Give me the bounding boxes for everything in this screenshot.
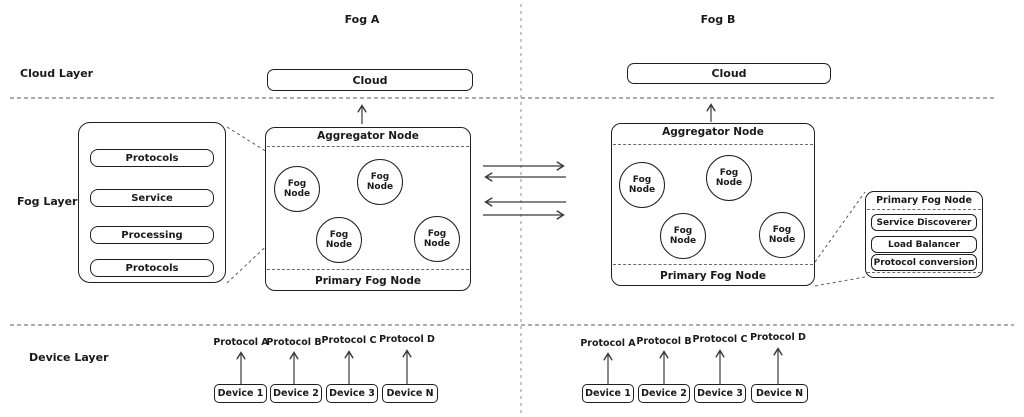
detail-service-discoverer: Service Discoverer: [871, 214, 977, 231]
primary-detail-connector-top: [814, 191, 866, 263]
detail-processing: Processing: [90, 226, 214, 244]
detail-protocols-bottom: Protocols: [90, 259, 214, 277]
device-box: Device 1: [582, 384, 634, 403]
device-box: Device 3: [326, 384, 378, 403]
detail-service: Service: [90, 189, 214, 207]
fog-a-region-title: Fog A: [344, 13, 380, 26]
fog-b-primary-separator: [613, 264, 813, 265]
fog-node-circle: Fog Node: [414, 216, 460, 262]
device-box: Device 2: [638, 384, 690, 403]
fog-a-aggregator-separator: [267, 146, 469, 147]
protocol-label: Protocol C: [321, 335, 377, 346]
protocol-label: Protocol D: [379, 334, 435, 345]
primary-detail-connector-bottom: [814, 276, 866, 287]
protocol-label: Protocol B: [636, 336, 692, 347]
fog-a-primary-label: Primary Fog Node: [315, 275, 421, 287]
fog-node-circle: Fog Node: [660, 213, 706, 259]
protocol-label: Protocol A: [213, 337, 269, 348]
detail-protocol-conversion: Protocol conversion: [871, 254, 977, 271]
fog-node-detail-box: Protocols Service Processing Protocols: [78, 122, 226, 283]
device-box: Device N: [751, 384, 808, 403]
fog-node-circle: Fog Node: [316, 217, 362, 263]
primary-detail-bottom-separator: [867, 272, 981, 273]
protocol-label: Protocol D: [750, 332, 806, 343]
fog-b-primary-label: Primary Fog Node: [660, 270, 766, 282]
fog-a-cloud-box: Cloud: [267, 69, 473, 91]
fog-node-circle: Fog Node: [619, 162, 665, 208]
fog-node-circle: Fog Node: [706, 155, 752, 201]
device-layer-label: Device Layer: [29, 351, 109, 364]
protocol-label: Protocol A: [580, 338, 636, 349]
fog-a-cluster-box: Aggregator Node Fog Node Fog Node Fog No…: [265, 127, 471, 291]
fog-layer-label: Fog Layer: [17, 195, 78, 208]
fog-b-cluster-box: Aggregator Node Fog Node Fog Node Fog No…: [611, 123, 815, 286]
fog-a-aggregator-label: Aggregator Node: [317, 130, 419, 142]
fog-b-aggregator-separator: [613, 144, 813, 145]
device-box: Device N: [382, 384, 438, 403]
protocol-label: Protocol C: [692, 334, 748, 345]
primary-detail-title: Primary Fog Node: [876, 195, 972, 206]
device-box: Device 1: [214, 384, 267, 403]
primary-fog-node-detail-box: Primary Fog Node Service Discoverer Load…: [865, 191, 983, 278]
protocol-label: Protocol B: [266, 337, 322, 348]
detail-protocols-top: Protocols: [90, 149, 214, 167]
fog-node-circle: Fog Node: [274, 166, 320, 212]
fog-b-aggregator-label: Aggregator Node: [662, 126, 764, 138]
device-box: Device 3: [694, 384, 746, 403]
primary-detail-title-separator: [867, 209, 981, 210]
fog-a-primary-separator: [267, 269, 469, 270]
cloud-layer-label: Cloud Layer: [20, 67, 94, 80]
fog-b-cloud-box: Cloud: [627, 63, 831, 84]
fog-node-circle: Fog Node: [357, 159, 403, 205]
detail-load-balancer: Load Balancer: [871, 236, 977, 253]
fog-b-region-title: Fog B: [700, 13, 736, 26]
fog-node-circle: Fog Node: [759, 212, 805, 258]
device-box: Device 2: [270, 384, 322, 403]
